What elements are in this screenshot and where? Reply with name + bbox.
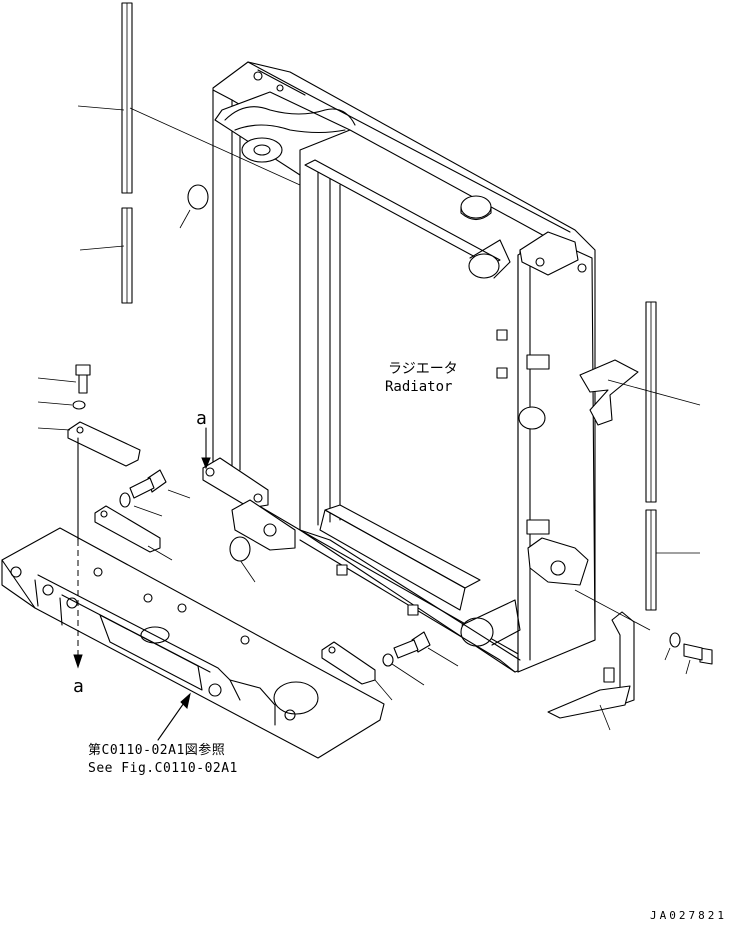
bolt-upper-left	[75, 364, 91, 394]
seal-strip-right-lower	[645, 509, 657, 611]
washer-middle-left	[119, 492, 131, 508]
reference-label-jp: 第C0110-02A1図参照	[88, 743, 226, 758]
plate-middle-left	[94, 505, 161, 553]
radiator-label-jp: ラジエータ	[388, 361, 458, 377]
radiator-label-en: Radiator	[385, 379, 453, 395]
seal-strip-right-upper	[645, 301, 657, 503]
plate-upper-left	[67, 421, 141, 467]
undercover-plate	[1, 527, 385, 759]
callout-balloon-mount	[229, 536, 251, 562]
washer-lower-middle	[382, 653, 394, 667]
stay-bracket-right	[547, 611, 635, 719]
view-marker-top: a	[196, 408, 207, 429]
reference-arrow	[157, 692, 191, 741]
leader-lines	[37, 105, 701, 731]
seal-strip-left-lower	[121, 207, 133, 304]
view-arrow-top	[201, 427, 211, 470]
washer-right	[669, 632, 681, 648]
bolt-middle-left	[129, 469, 167, 499]
view-arrow-bottom	[73, 437, 83, 669]
drawing-number: JA027821	[650, 909, 727, 922]
washer-upper-left	[72, 400, 86, 410]
view-marker-bottom: a	[73, 676, 84, 697]
reference-label-en: See Fig.C0110-02A1	[88, 761, 238, 776]
bolt-right	[683, 643, 713, 665]
bolt-lower-middle	[393, 631, 431, 659]
radiator-assembly	[202, 61, 639, 673]
callout-balloon-top	[187, 184, 209, 210]
seal-strip-left-upper	[121, 2, 133, 194]
